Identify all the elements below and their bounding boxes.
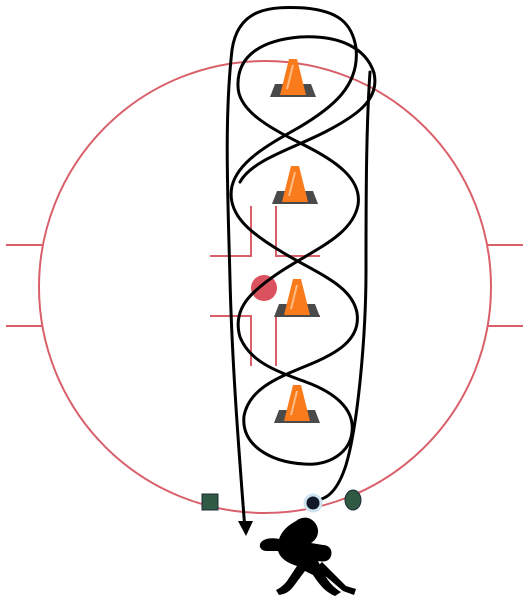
player-body bbox=[260, 518, 341, 596]
puck-start-marker bbox=[305, 495, 321, 511]
cone-2 bbox=[272, 166, 318, 204]
circle-player-marker bbox=[345, 490, 361, 510]
cone-3 bbox=[274, 279, 320, 317]
faceoff-circle-group bbox=[6, 61, 523, 513]
cone-4 bbox=[274, 385, 320, 423]
cone-group bbox=[270, 59, 320, 423]
square-player-marker bbox=[202, 494, 218, 510]
cone-body bbox=[284, 279, 310, 315]
faceoff-marking-top-right bbox=[276, 206, 320, 256]
route-arrowhead bbox=[238, 521, 253, 536]
route-outer-right-return bbox=[315, 72, 370, 500]
faceoff-dot bbox=[251, 275, 277, 301]
hockey-player-icon bbox=[260, 518, 356, 596]
faceoff-marking-bottom-right bbox=[276, 316, 320, 366]
cone-body bbox=[282, 166, 308, 202]
cone-body bbox=[284, 385, 310, 421]
